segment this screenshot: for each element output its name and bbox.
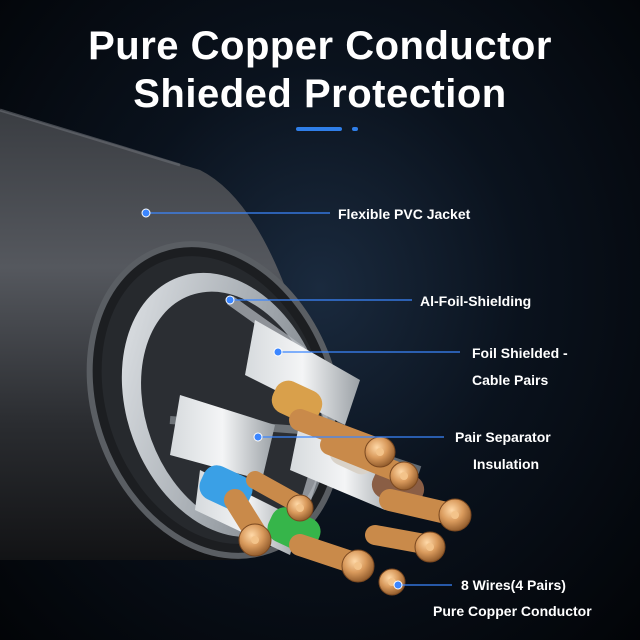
headline-line-1: Pure Copper Conductor — [88, 24, 552, 68]
callout-wires-label-line-1: 8 Wires(4 Pairs) — [461, 577, 566, 593]
strand-end — [341, 549, 375, 583]
title-underline-dot — [352, 127, 358, 131]
callout-al-foil-label: Al-Foil-Shielding — [420, 293, 532, 309]
title-underline — [296, 127, 342, 131]
callout-foil-pairs-label-line-2: Cable Pairs — [472, 372, 549, 388]
strand-end — [238, 523, 272, 557]
callout-foil-pairs-label-line-1: Foil Shielded - — [472, 345, 568, 361]
copper-conductors — [224, 409, 472, 596]
callout-separator-label-line-2: Insulation — [473, 456, 540, 472]
callout-separator-label-line-1: Pair Separator — [455, 429, 551, 445]
strand-end — [286, 494, 314, 522]
strand-end — [414, 531, 446, 563]
strand-end — [364, 436, 396, 468]
headline-line-2: Shieded Protection — [133, 72, 507, 116]
strand-end — [438, 498, 472, 532]
callout-leaders — [141, 208, 460, 590]
strand-end — [389, 461, 419, 491]
callout-jacket-label: Flexible PVC Jacket — [338, 206, 471, 222]
callout-wires-label-line-2: Pure Copper Conductor — [433, 603, 592, 619]
